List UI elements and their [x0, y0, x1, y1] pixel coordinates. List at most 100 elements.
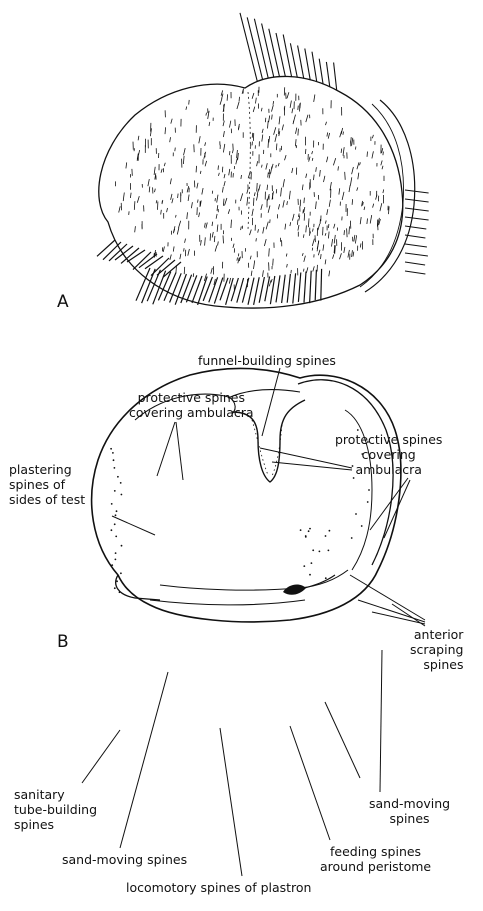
- side-spine: [405, 271, 425, 274]
- stipple-dot: [311, 562, 313, 564]
- stipple-dot: [305, 535, 307, 537]
- stipple-dot: [308, 530, 310, 532]
- stipple-dot: [121, 545, 123, 547]
- hatch-stroke: [304, 269, 305, 272]
- label-sanitary: sanitary tube-building spines: [14, 787, 97, 832]
- stipple-dot: [357, 429, 359, 431]
- figure-a-urchin: [97, 13, 429, 308]
- leader-protective-left-2: [176, 422, 183, 480]
- test-plastron-line-2: [150, 600, 305, 605]
- leader-sand-moving-right: [325, 702, 360, 778]
- stipple-dot: [115, 552, 117, 554]
- side-spine: [405, 217, 429, 220]
- stipple-dot: [312, 549, 314, 551]
- side-spine: [405, 235, 425, 238]
- side-spine: [405, 244, 427, 247]
- stipple-dot: [120, 572, 122, 574]
- stipple-dot: [120, 482, 122, 484]
- stipple-dot: [116, 580, 118, 582]
- label-line: covering: [335, 447, 442, 462]
- hatch-stroke: [345, 172, 346, 180]
- stipple-dot: [325, 535, 327, 537]
- leader-anterior-scraping-4: [392, 604, 425, 626]
- stipple-dot: [300, 529, 302, 531]
- side-spine: [405, 208, 429, 211]
- stipple-dot: [328, 550, 330, 552]
- stipple-dot: [115, 559, 117, 561]
- label-protective-left: protective spines covering ambulacra: [129, 390, 254, 420]
- label-line: covering ambulacra: [129, 405, 254, 420]
- stipple-dot: [114, 587, 116, 589]
- leader-sand-moving-left: [120, 672, 168, 848]
- hatch-stroke: [223, 236, 224, 244]
- hatch-stroke: [296, 145, 297, 148]
- leader-sanitary: [82, 730, 120, 783]
- stipple-dot: [114, 523, 116, 525]
- label-feeding: feeding spines around peristome: [320, 844, 431, 874]
- side-spine: [405, 190, 429, 193]
- stipple-dot: [121, 494, 123, 496]
- leader-locomotory: [220, 728, 242, 876]
- label-line: spines: [410, 657, 463, 672]
- stipple-dot: [115, 536, 117, 538]
- stipple-dot: [309, 528, 311, 530]
- stipple-dot: [111, 529, 113, 531]
- leader-sand-moving-right-2: [380, 650, 382, 792]
- leader-protective-left-1: [157, 422, 175, 476]
- test-plastron-line: [160, 570, 348, 590]
- hatch-stroke: [298, 129, 299, 136]
- label-line: ambulacra: [335, 462, 442, 477]
- stipple-dot: [115, 514, 117, 516]
- hatch-stroke: [367, 152, 368, 157]
- label-line: scraping: [410, 642, 463, 657]
- hatch-stroke: [344, 230, 345, 235]
- panel-label-b: B: [57, 632, 69, 652]
- label-line: sanitary: [14, 787, 97, 802]
- stipple-dot: [110, 448, 112, 450]
- label-line: protective spines: [335, 432, 442, 447]
- hatch-stroke: [352, 199, 353, 205]
- stipple-dot: [361, 525, 363, 527]
- label-line: plastering: [9, 462, 85, 477]
- label-sand-moving-bottom: sand-moving spines: [62, 852, 187, 867]
- stipple-dot: [368, 489, 370, 491]
- hatch-stroke: [193, 273, 194, 277]
- hatch-stroke: [312, 248, 313, 251]
- hatch-stroke: [383, 152, 384, 156]
- label-protective-right: protective spines covering ambulacra: [335, 432, 442, 477]
- stipple-dot: [112, 452, 114, 454]
- hatch-stroke: [256, 238, 257, 241]
- label-line: protective spines: [129, 390, 254, 405]
- hatch-stroke: [351, 137, 352, 143]
- peristome: [283, 585, 306, 595]
- hatch-stroke: [218, 165, 219, 169]
- hatch-stroke: [276, 165, 277, 168]
- hatch-stroke: [279, 128, 280, 134]
- label-sand-moving-right: sand-moving spines: [369, 796, 450, 826]
- stipple-dot: [114, 490, 116, 492]
- stipple-dot: [319, 551, 321, 553]
- hatch-stroke: [328, 224, 329, 228]
- hatch-stroke: [184, 248, 185, 251]
- hatch-stroke: [304, 198, 305, 204]
- stipple-dot: [303, 565, 305, 567]
- label-line: sand-moving: [369, 796, 450, 811]
- leader-plastering: [112, 516, 155, 535]
- stipple-dot: [113, 459, 115, 461]
- hatch-stroke: [257, 183, 258, 192]
- leader-anterior-scraping-1: [350, 575, 425, 620]
- fringe-spine: [321, 269, 322, 301]
- label-line: anterior: [410, 627, 463, 642]
- panel-label-a: A: [57, 292, 69, 312]
- stipple-dot: [353, 477, 355, 479]
- stipple-dot: [114, 467, 116, 469]
- hatch-stroke: [184, 267, 185, 274]
- label-funnel-building: funnel-building spines: [198, 353, 336, 368]
- label-plastering: plastering spines of sides of test: [9, 462, 85, 507]
- hatch-stroke: [305, 149, 306, 154]
- stipple-dot: [111, 503, 113, 505]
- hatch-stroke: [347, 228, 348, 237]
- label-line: tube-building: [14, 802, 97, 817]
- label-line: spines: [369, 811, 450, 826]
- hatch-stroke: [298, 106, 299, 110]
